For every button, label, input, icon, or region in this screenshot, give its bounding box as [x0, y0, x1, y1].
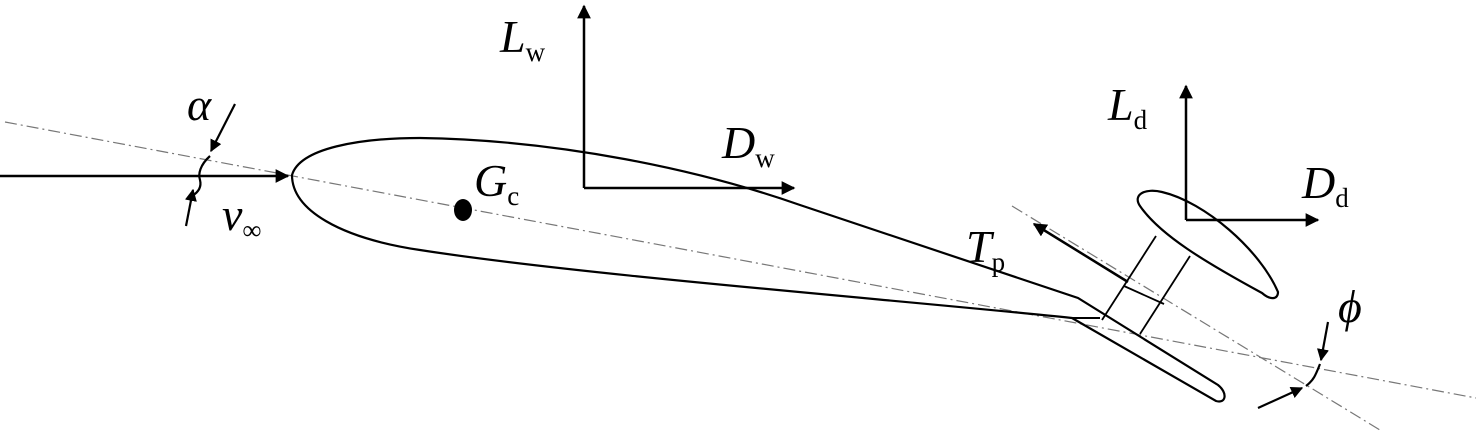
phi-label: ϕ: [1338, 281, 1362, 332]
cog-dot: [454, 199, 472, 221]
tail-lift-label: Ld: [1107, 79, 1148, 135]
tail-airfoil: [1136, 189, 1280, 300]
tail-strut-rear: [1139, 255, 1191, 335]
alpha-label: α: [187, 79, 212, 130]
tail-strut-crossbar: [1123, 285, 1165, 305]
body-reference-line: [4, 121, 1476, 399]
wing-lift-label: Lw: [499, 11, 546, 67]
thrust-arrow: [1032, 222, 1129, 284]
velocity-label: v∞: [222, 189, 262, 245]
phi-pointer-bottom: [1257, 386, 1304, 410]
wing-drag-label: Dw: [721, 117, 775, 173]
phi-arc: [1305, 363, 1322, 387]
phi-pointer-top: [1317, 321, 1330, 362]
tail-strut-front: [1101, 235, 1157, 321]
thrust-label: Tp: [966, 221, 1005, 277]
alpha-pointer-top: [210, 103, 236, 153]
cog-label: Gc: [474, 155, 519, 211]
tail-drag-label: Dd: [1301, 157, 1349, 213]
alpha-pointer-bottom: [184, 188, 197, 227]
fuselage-profile: [290, 136, 1226, 403]
tail-reference-line: [1011, 205, 1381, 431]
